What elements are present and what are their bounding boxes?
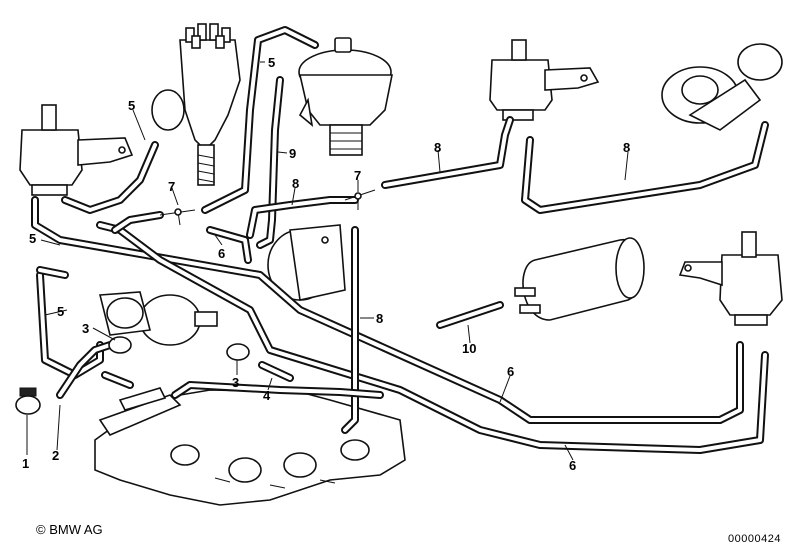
callout-5d: 5: [29, 231, 36, 246]
callout-8c: 8: [623, 140, 630, 155]
t-connector-b: [344, 189, 376, 210]
callout-3a: 3: [82, 321, 89, 336]
vacuum-unit-top-right: [489, 39, 600, 121]
vacuum-unit-center: [298, 37, 393, 156]
callout-2: 2: [52, 448, 59, 463]
callout-3b: 3: [232, 375, 239, 390]
callout-1: 1: [22, 456, 29, 471]
callout-7b: 7: [354, 168, 361, 183]
pressure-regulator: [98, 291, 218, 346]
callout-6b: 6: [507, 364, 514, 379]
distributor: [151, 23, 241, 186]
callout-5a: 5: [128, 98, 135, 113]
callout-6c: 6: [569, 458, 576, 473]
vacuum-unit-right: [678, 231, 783, 326]
hose-clip-a: [108, 336, 132, 354]
callout-8d: 8: [376, 311, 383, 326]
hoses: [31, 26, 769, 454]
intake-manifold: [94, 387, 406, 506]
callout-7a: 7: [168, 179, 175, 194]
thermostat-housing: [661, 43, 783, 131]
callout-10: 10: [462, 341, 476, 356]
hose-short: [101, 371, 134, 389]
document-number: 00000424: [728, 533, 781, 545]
mount-cover: [267, 224, 346, 301]
callout-5c: 5: [57, 304, 64, 319]
hose-section: [258, 361, 294, 382]
leader-lines: [26, 61, 629, 461]
t-connector-a: [159, 208, 196, 226]
copyright-text: © BMW AG: [36, 522, 103, 537]
vacuum-unit-left: [19, 104, 134, 196]
callout-5b: 5: [268, 55, 275, 70]
hose-clamp: [15, 387, 41, 415]
callout-8b: 8: [434, 140, 441, 155]
hose-clip-b: [226, 343, 250, 361]
callout-4: 4: [263, 388, 271, 403]
hose-10: [436, 301, 504, 329]
callout-labels: 1 2 3 3 4 5 5 5 5 6 6 6 7 7 8 8 8 8 9 10: [22, 55, 630, 473]
callout-8a: 8: [292, 176, 299, 191]
callout-9: 9: [289, 146, 296, 161]
callout-6a: 6: [218, 246, 225, 261]
charcoal-canister: [514, 237, 645, 321]
